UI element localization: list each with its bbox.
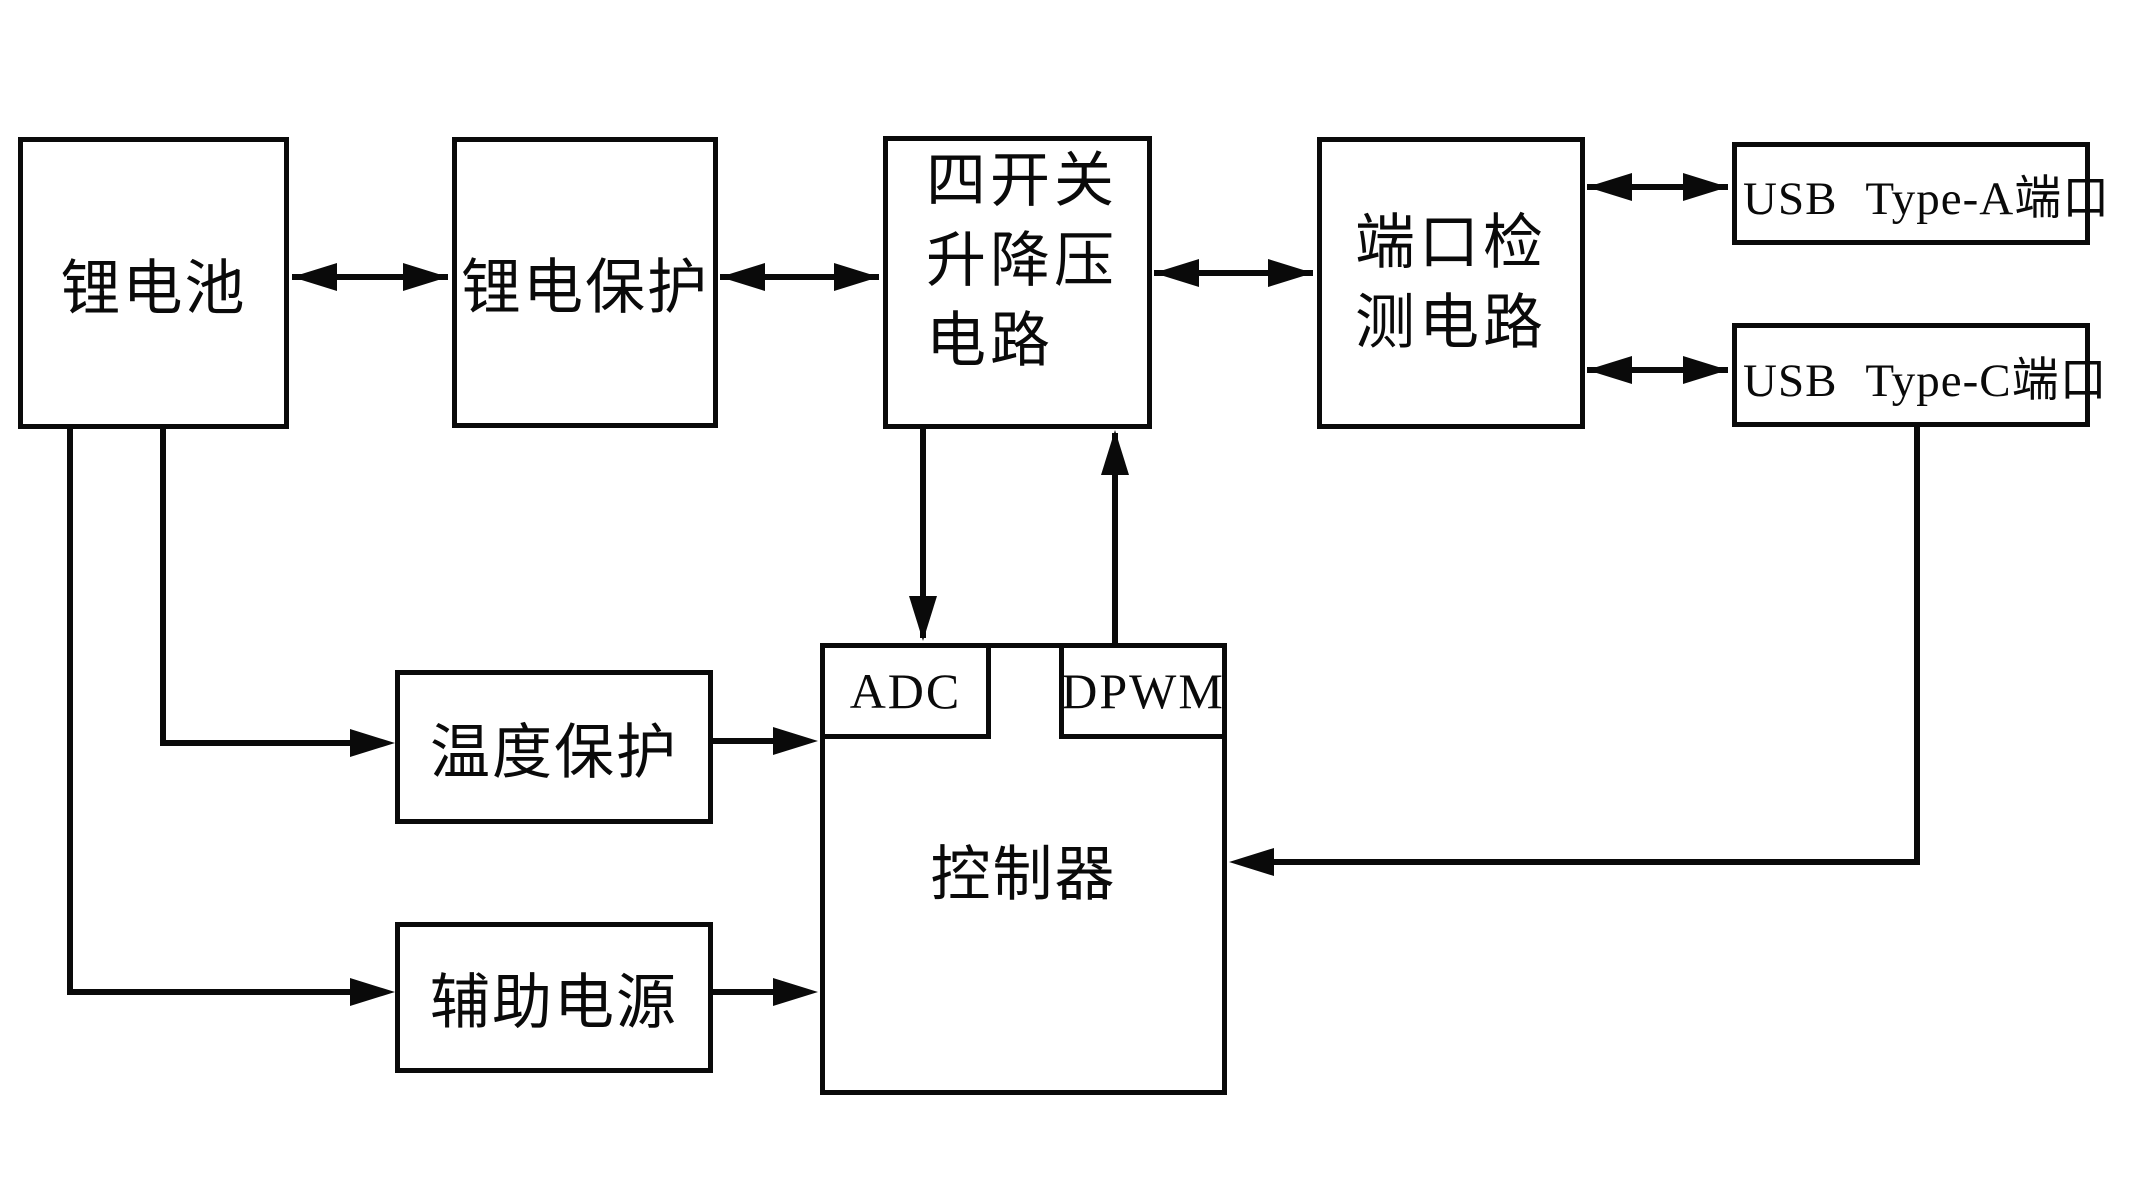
buck-boost-label-line-3: 电路 <box>926 308 1054 374</box>
edge-dpwm-buck-boost <box>1101 430 1129 646</box>
edge-buck-boost-adc <box>909 425 937 641</box>
edge-temperature-controller <box>713 727 818 755</box>
node-usb-type-a-port: USB Type-A端口 <box>1732 142 2109 245</box>
node-buck-boost-circuit: 四开关 升降压 电路 <box>883 136 1152 429</box>
edge-port-detection-usb-a <box>1587 173 1728 201</box>
edge-buck-boost-port-detection <box>1154 259 1313 287</box>
battery-label: 锂电池 <box>60 255 247 322</box>
usb-type-c-label: USB Type-C端口 <box>1743 354 2108 407</box>
usb-type-a-label: USB Type-A端口 <box>1743 173 2111 225</box>
battery-protection-label: 锂电保护 <box>461 255 709 321</box>
node-usb-type-c-port: USB Type-C端口 <box>1732 323 2107 427</box>
edge-usb-c-controller <box>1229 424 1920 876</box>
node-adc: ADC <box>820 643 991 739</box>
node-auxiliary-power: 辅助电源 <box>395 922 713 1073</box>
node-port-detection-circuit: 端口检 测电路 <box>1317 137 1585 429</box>
edge-battery-temperature <box>160 425 395 757</box>
edge-battery-aux-power <box>67 425 395 1006</box>
adc-label: ADC <box>849 663 962 719</box>
node-battery: 锂电池 <box>18 137 289 429</box>
controller-label: 控制器 <box>930 841 1117 908</box>
node-temperature-protection: 温度保护 <box>395 670 713 824</box>
edge-aux-power-controller <box>713 978 818 1006</box>
edge-battery-battery-protection <box>292 263 448 291</box>
node-dpwm: DPWM <box>1059 643 1227 739</box>
dpwm-label: DPWM <box>1061 663 1225 719</box>
port-detection-label-line-2: 测电路 <box>1355 290 1547 356</box>
edge-battery-protection-buck-boost <box>720 263 879 291</box>
edge-port-detection-usb-c <box>1587 356 1728 384</box>
node-battery-protection: 锂电保护 <box>452 137 718 428</box>
temperature-protection-label: 温度保护 <box>430 719 678 786</box>
auxiliary-power-label: 辅助电源 <box>430 970 678 1036</box>
buck-boost-label-line-1: 四开关 <box>926 148 1118 214</box>
buck-boost-label-line-2: 升降压 <box>926 228 1118 294</box>
port-detection-label-line-1: 端口检 <box>1355 210 1547 276</box>
